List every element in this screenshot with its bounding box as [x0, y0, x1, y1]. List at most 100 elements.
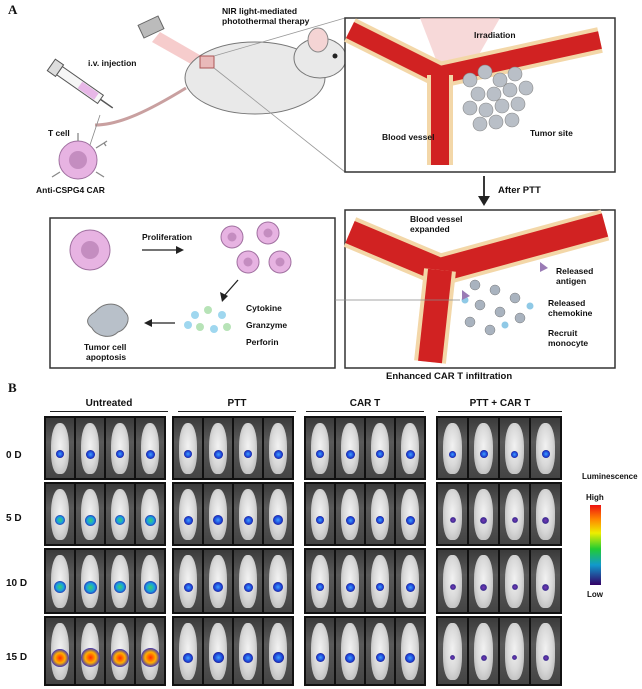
luminescence-spot: [243, 515, 253, 525]
mouse-image: [106, 484, 134, 544]
mouse-silhouette: [505, 623, 524, 681]
luminescence-spot: [375, 653, 385, 663]
mouse-image: [306, 484, 334, 544]
mouse-image: [106, 618, 134, 684]
mouse-image: [264, 418, 292, 478]
mouse-image: [234, 618, 262, 684]
mouse-image: [174, 618, 202, 684]
mouse-silhouette: [443, 422, 462, 475]
row-label-0d: 0 D: [6, 450, 22, 461]
panel-a-illustration: [46, 15, 616, 369]
mouse-silhouette: [209, 488, 227, 541]
legend-title: Luminescence: [582, 472, 638, 481]
luminescence-spot: [479, 450, 488, 458]
mouse-image: [336, 618, 364, 684]
nir-label-line2: photothermal therapy: [222, 16, 310, 26]
released-antigen-line1: Released: [556, 266, 594, 276]
mouse-image: [531, 618, 560, 684]
luminescence-spot: [480, 654, 487, 661]
luminescence-spot: [114, 581, 126, 594]
mouse-image: [500, 418, 529, 478]
luminescence-spot: [273, 515, 283, 525]
luminescence-spot: [449, 450, 456, 458]
luminescence-spot: [140, 648, 160, 668]
luminescence-spot: [542, 583, 549, 591]
mouse-image: [438, 418, 467, 478]
mouse-image: [106, 550, 134, 612]
mouse-silhouette: [341, 422, 359, 475]
tumor-cell-apoptosis-line1: Tumor cell: [84, 342, 127, 352]
mouse-silhouette: [239, 554, 257, 609]
mouse-silhouette: [269, 422, 287, 475]
luminescence-spot: [111, 648, 129, 667]
luminescence-spot: [84, 514, 96, 526]
luminescence-spot: [56, 450, 64, 458]
luminescence-spot: [273, 449, 283, 459]
tumor-cell-apoptosis-line2: apoptosis: [86, 352, 127, 362]
recruit-monocyte-line2: monocyte: [548, 338, 589, 348]
mouse-silhouette: [505, 488, 524, 541]
luminescence-spot: [54, 581, 66, 594]
mouse-image: [76, 550, 104, 612]
mouse-image: [204, 418, 232, 478]
mouse-silhouette: [111, 488, 129, 541]
luminescence-spot: [480, 583, 487, 591]
luminescence-spot: [144, 514, 156, 526]
mouse-image: [396, 550, 424, 612]
granzyme-label: Granzyme: [246, 320, 288, 330]
mouse-image: [234, 418, 262, 478]
imaging-panel: [304, 616, 426, 686]
group-label-ptt: PTT: [178, 398, 296, 412]
mouse-silhouette: [401, 422, 419, 475]
imaging-panel: [436, 482, 562, 546]
mouse-silhouette: [443, 623, 462, 681]
mouse-image: [500, 550, 529, 612]
legend-high: High: [586, 493, 604, 502]
anti-cspg4-car-label: Anti-CSPG4 CAR: [36, 185, 105, 195]
mouse-silhouette: [209, 422, 227, 475]
mouse-image: [469, 418, 498, 478]
mouse-silhouette: [341, 488, 359, 541]
luminescence-spot: [449, 584, 456, 591]
released-chemokine-line1: Released: [548, 298, 586, 308]
luminescence-spot: [143, 580, 157, 594]
luminescence-spot: [273, 582, 283, 593]
enhanced-infiltration-label: Enhanced CAR T infiltration: [386, 371, 513, 382]
mouse-silhouette: [536, 623, 555, 681]
mouse-silhouette: [401, 623, 419, 681]
mouse-image: [336, 484, 364, 544]
luminescence-spot: [213, 515, 223, 525]
mouse-silhouette: [536, 422, 555, 475]
luminescence-spot: [345, 582, 355, 592]
mouse-silhouette: [209, 554, 227, 609]
imaging-panel: [172, 482, 294, 546]
blood-vessel-label: Blood vessel: [382, 132, 435, 142]
blood-vessel-expanded-line2: expanded: [410, 224, 450, 234]
imaging-panel: [436, 616, 562, 686]
luminescence-spot: [145, 449, 155, 459]
luminescence-spot: [542, 654, 549, 661]
mouse-silhouette: [536, 554, 555, 609]
after-ptt-label: After PTT: [498, 185, 541, 196]
proliferation-label: Proliferation: [142, 232, 193, 242]
imaging-panel: [304, 548, 426, 614]
luminescence-spot: [450, 655, 455, 661]
luminescence-spot: [405, 582, 415, 592]
iv-injection-label: i.v. injection: [88, 58, 137, 68]
luminescence-spot: [184, 450, 192, 458]
t-cell-label: T cell: [48, 128, 70, 138]
mouse-image: [531, 484, 560, 544]
tumor-site-label: Tumor site: [530, 128, 573, 138]
mouse-silhouette: [239, 488, 257, 541]
mouse-silhouette: [81, 422, 99, 475]
mouse-silhouette: [505, 422, 524, 475]
nir-label-line1: NIR light-mediated: [222, 6, 298, 16]
mouse-silhouette: [239, 623, 257, 681]
mouse-image: [46, 484, 74, 544]
mouse-image: [306, 550, 334, 612]
imaging-panel: [436, 416, 562, 480]
mouse-image: [531, 418, 560, 478]
mouse-image: [264, 484, 292, 544]
mouse-image: [234, 484, 262, 544]
mouse-silhouette: [371, 488, 389, 541]
